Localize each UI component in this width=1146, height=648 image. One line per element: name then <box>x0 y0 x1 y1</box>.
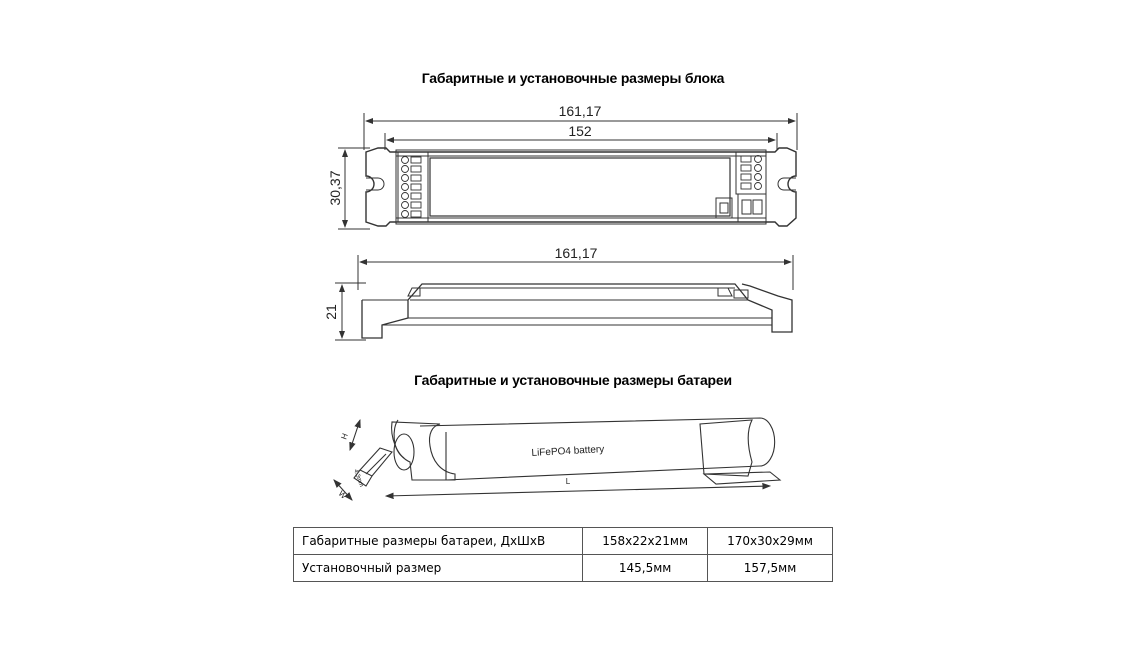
side-height-label: 21 <box>323 304 339 320</box>
row-label: Установочный размер <box>292 554 584 582</box>
row-label: Габаритные размеры батареи, ДхШхВ <box>292 527 584 555</box>
top-overall-length-label: 161,17 <box>559 103 602 119</box>
top-view-drawing <box>338 113 798 230</box>
row-value-1: 145,5мм <box>582 554 709 582</box>
row-value-2: 157,5мм <box>707 554 833 582</box>
top-inner-length-label: 152 <box>568 123 592 139</box>
battery-length-symbol: L <box>566 477 571 486</box>
battery-type-label: LiFePO4 battery <box>531 444 604 459</box>
battery-dimensions-heading: Габаритные и установочные размеры батаре… <box>414 372 732 388</box>
battery-height-symbol: H <box>339 432 350 441</box>
battery-drawing <box>333 417 782 501</box>
battery-spec-table: Габаритные размеры батареи, ДхШхВ 158x22… <box>292 527 833 582</box>
row-value-1: 158x22x21мм <box>582 527 709 555</box>
side-length-label: 161,17 <box>555 245 598 261</box>
battery-width-symbol: W <box>337 489 349 501</box>
battery-offset-label: 4.3mm <box>352 469 364 488</box>
unit-dimensions-heading: Габаритные и установочные размеры блока <box>421 70 725 86</box>
top-height-label: 30,37 <box>327 170 343 205</box>
table-row: Установочный размер 145,5мм 157,5мм <box>292 554 833 582</box>
side-view-drawing <box>335 255 794 341</box>
row-value-2: 170x30x29мм <box>707 527 833 555</box>
table-row: Габаритные размеры батареи, ДхШхВ 158x22… <box>292 527 833 555</box>
